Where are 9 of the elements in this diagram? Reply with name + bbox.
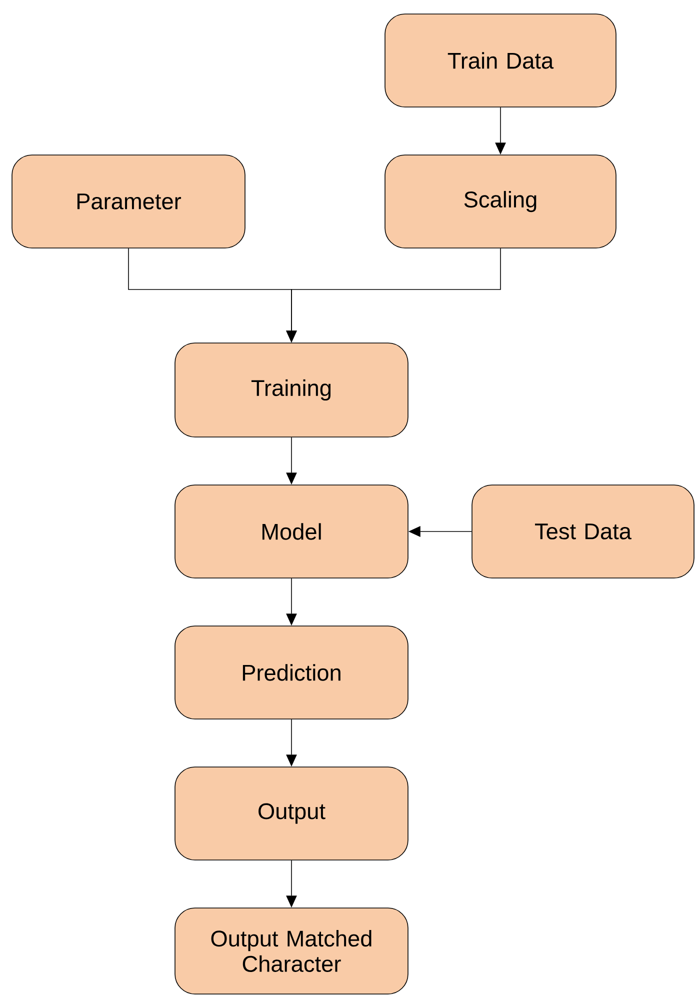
process-box: Train Data xyxy=(384,14,616,108)
process-box: Output xyxy=(174,766,408,860)
process-box: Model xyxy=(174,484,408,578)
process-box: Parameter xyxy=(12,154,246,248)
process-box: Test Data xyxy=(472,484,694,578)
process-box: Scaling xyxy=(384,154,616,248)
process-box: Training xyxy=(174,342,408,438)
process-box: Output Matched Character xyxy=(174,908,408,994)
process-box: Prediction xyxy=(174,626,408,720)
